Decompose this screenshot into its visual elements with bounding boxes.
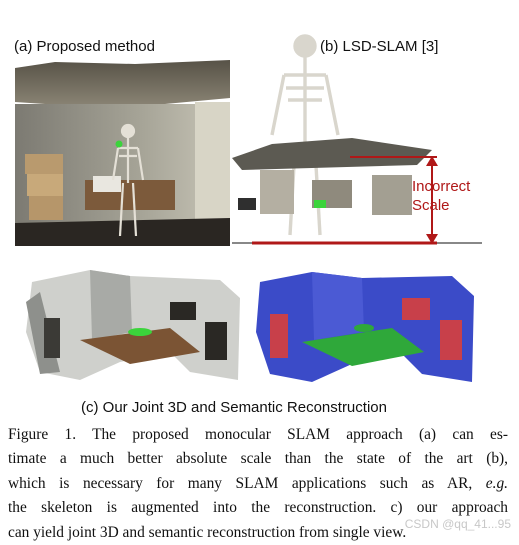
incorrect-label-line2: Scale: [412, 197, 450, 214]
skeleton-model: [111, 123, 145, 237]
panel-a-image: [15, 58, 230, 246]
panel-c-label: (c) Our Joint 3D and Semantic Reconstruc…: [81, 399, 387, 416]
panel-c-semantic-image: [252, 262, 484, 400]
panel-a-label: (a) Proposed method: [14, 38, 155, 55]
caption-line-1: Figure 1. The proposed monocular SLAM ap…: [8, 426, 508, 443]
panel-b-image: [232, 30, 482, 248]
caption-line-3-eg: e.g: [485, 474, 505, 492]
incorrect-scale-label: Incorrect Scale: [412, 177, 470, 215]
caption-line-3-text: which is necessary for many SLAM applica…: [8, 474, 486, 492]
caption-line-3: which is necessary for many SLAM applica…: [8, 472, 508, 496]
incorrect-label-line1: Incorrect: [412, 178, 471, 195]
caption-line-5: can yield joint 3D and semantic reconstr…: [8, 523, 407, 541]
panel-c-reconstruction-image: [20, 262, 250, 400]
caption-line-3-dot: .: [504, 474, 508, 492]
panel-b-label: (b) LSD-SLAM [3]: [320, 38, 439, 55]
caption-line-2: timate a much better absolute scale than…: [8, 450, 508, 468]
figure-caption: Figure 1. The proposed monocular SLAM ap…: [8, 423, 508, 545]
watermark: CSDN @qq_41...95: [404, 517, 511, 531]
caption-line-4: the skeleton is augmented into the recon…: [8, 499, 508, 517]
